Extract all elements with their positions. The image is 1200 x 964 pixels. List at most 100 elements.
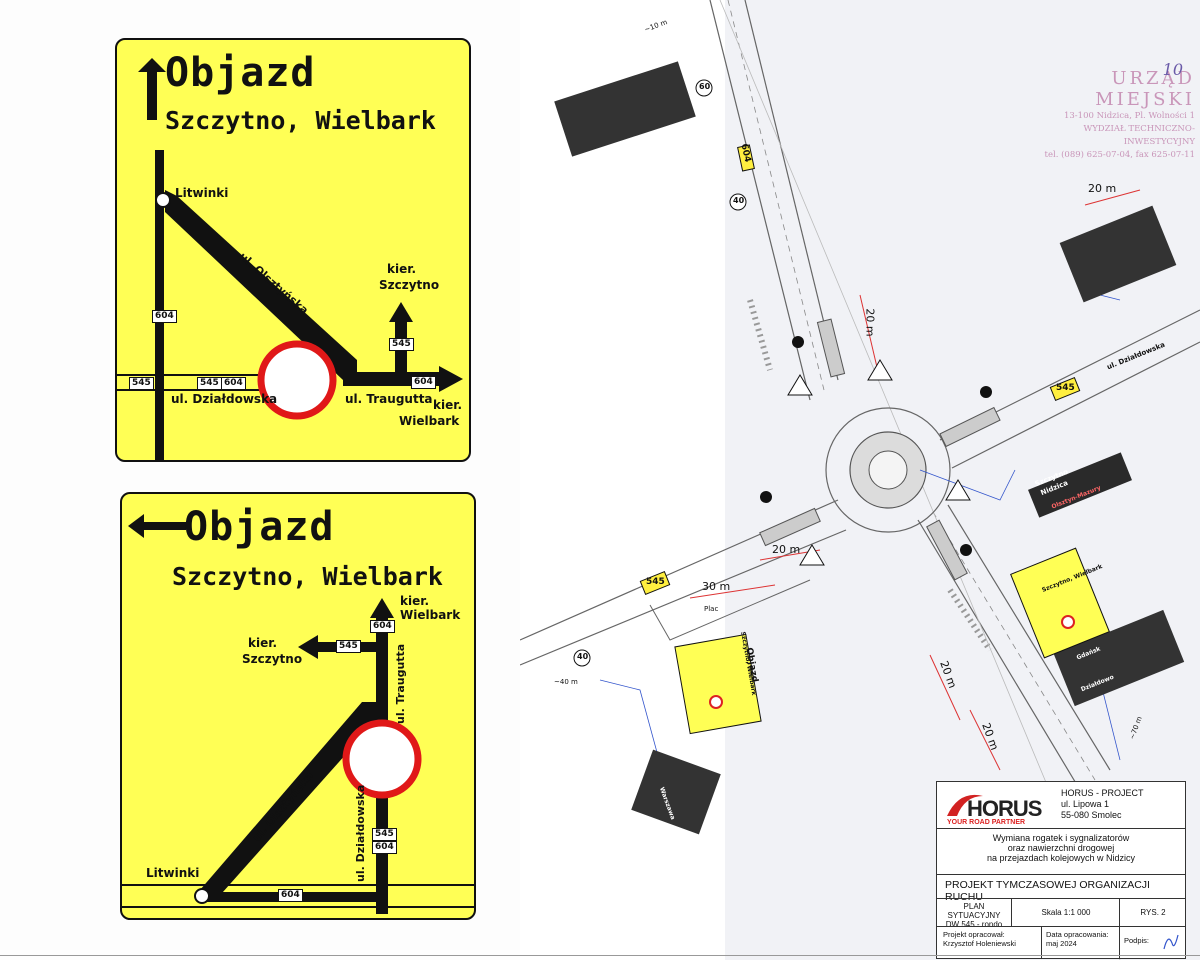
up-arrow-small-icon <box>389 302 413 322</box>
label-kier-wielbark-2: Wielbark <box>399 414 460 428</box>
warning-sign-2 <box>867 359 893 381</box>
plate-545-b: 545 <box>197 377 222 390</box>
horus-logo-text: HORUS <box>967 796 1042 821</box>
horus-swoosh-icon <box>947 794 983 816</box>
speed-40-a: 40 <box>733 196 745 205</box>
signature-mark <box>1163 934 1179 950</box>
speed-sign-60-icon <box>695 79 713 97</box>
road-olsztynska <box>165 190 357 380</box>
plate-604-right: 604 <box>411 376 436 389</box>
author-label: Projekt opracował: <box>943 930 1005 939</box>
plan-subtitle: DW 545 - rondo <box>945 920 1003 929</box>
horus-tagline: YOUR ROAD PARTNER <box>947 819 1026 826</box>
dim-30: 30 m <box>702 580 731 593</box>
stamp-number: 10 <box>1162 60 1183 79</box>
map-label-545-w: 545 <box>646 577 665 587</box>
sign-top-title: Objazd <box>165 50 316 96</box>
closed-road-sign-icon <box>342 719 422 799</box>
prohibition-sign-3 <box>960 544 972 556</box>
panel-sw <box>631 749 721 835</box>
speed-sign-40-a-icon <box>729 193 747 211</box>
author-row: Projekt opracował: Krzysztof Holeniewski… <box>937 926 1185 958</box>
speed-60: 60 <box>699 82 711 91</box>
dim-40: ~40 m <box>554 678 578 686</box>
plate-604-bottom: 604 <box>278 889 303 902</box>
signature-cell: Podpis: <box>1119 927 1186 958</box>
dim-20-ne: 20 m <box>1088 182 1117 195</box>
plan-title: PLAN SYTUACYJNY <box>947 902 1001 920</box>
label-traugutta: ul. Traugutta <box>345 392 433 406</box>
label-kier-szczytno-2: Szczytno <box>242 652 303 666</box>
median-north <box>816 318 846 378</box>
description-2: oraz nawierzchni drogowej <box>1007 843 1115 853</box>
left-arrow-small-icon <box>298 635 318 659</box>
dim-line-30 <box>689 584 776 599</box>
leader-line-1 <box>919 469 1016 501</box>
label-kier-wielbark-1: kier. <box>400 594 429 608</box>
description-1: Wymiana rogatek i sygnalizatorów <box>992 833 1130 843</box>
stamp-title: URZĄD MIEJSKI <box>1095 68 1195 110</box>
prohibition-sign-2 <box>980 386 992 398</box>
panel-ne <box>1059 205 1177 303</box>
dim-line-s1 <box>929 654 961 721</box>
label-litwinki: Litwinki <box>146 866 200 880</box>
drawing-number: RYS. 2 <box>1140 908 1166 917</box>
plan-row: PLAN SYTUACYJNY DW 545 - rondo Skala 1:1… <box>937 898 1186 929</box>
author-name: Krzysztof Holeniewski <box>943 939 1016 948</box>
railway-crossing-north <box>747 299 773 371</box>
litwinki-node <box>194 888 210 904</box>
plate-545-a: 545 <box>129 377 154 390</box>
warning-sign-1 <box>787 374 813 396</box>
title-block: HORUS YOUR ROAD PARTNER HORUS - PROJECT … <box>936 781 1186 959</box>
up-arrow-icon <box>138 58 166 120</box>
road-south-edge-1 <box>917 519 1081 791</box>
label-traugutta: ul. Traugutta <box>394 643 407 724</box>
road-plate-545-w <box>639 570 671 596</box>
label-kier-szczytno-2: Szczytno <box>379 278 440 292</box>
plate-604-top: 604 <box>370 620 395 633</box>
plate-545-mid: 545 <box>372 828 397 841</box>
map-label-plac: Plac <box>704 605 719 613</box>
date-label: Data opracowania: <box>1046 930 1109 939</box>
prohibition-sign-4 <box>760 491 772 503</box>
company-address: HORUS - PROJECT ul. Lipowa 1 55-080 Smol… <box>1061 788 1144 821</box>
description-3: na przejazdach kolejowych w Nidzicy <box>986 853 1136 863</box>
prohibition-sign-1 <box>792 336 804 348</box>
road-south-centerline <box>932 511 1096 781</box>
scale-cell: Skala 1:1 000 <box>1011 899 1120 927</box>
road-604-line-1 <box>122 884 474 886</box>
mini-closed-ring-east <box>1061 615 1075 629</box>
dim-20-n: 20 m <box>863 308 877 337</box>
road-604-north-edge-2 <box>744 0 839 381</box>
speed-40-b: 40 <box>577 652 589 661</box>
project-type-row: PROJEKT TYMCZASOWEJ ORGANIZACJI RUCHU <box>937 874 1185 903</box>
road-604-line-2 <box>122 906 474 908</box>
litwinki-node <box>155 192 171 208</box>
signature-label: Podpis: <box>1124 936 1150 945</box>
page-bottom-line <box>0 955 1200 956</box>
mini-detour-sign-east <box>1010 547 1110 659</box>
sign-bottom-title: Objazd <box>184 504 335 550</box>
road-plate-545-e <box>1049 376 1081 402</box>
sign-top-subtitle: Szczytno, Wielbark <box>165 106 436 135</box>
dim-line-s2 <box>969 709 1001 771</box>
description-row: Wymiana rogatek i sygnalizatorów oraz na… <box>937 828 1185 875</box>
road-545-west-edge-2 <box>519 529 847 666</box>
stamp-line-1: 13-100 Nidzica, Pl. Wolności 1 <box>1063 111 1195 121</box>
horus-logo: HORUS YOUR ROAD PARTNER <box>945 788 1055 826</box>
mini-closed-ring-west <box>709 695 723 709</box>
label-dzialdowska: ul. Działdowska <box>354 784 367 882</box>
up-arrow-small-icon <box>370 598 394 618</box>
plate-545-up: 545 <box>389 338 414 351</box>
road-604-north-edge-1 <box>709 0 811 401</box>
scale: Skala 1:1 000 <box>1041 908 1091 917</box>
plan-info: PLAN SYTUACYJNY DW 545 - rondo <box>937 902 1011 929</box>
drawing-no-cell: RYS. 2 <box>1119 899 1186 927</box>
date-cell: Data opracowania: maj 2024 <box>1041 927 1120 958</box>
road-south-edge-2 <box>947 504 1111 771</box>
author-block: Projekt opracował: Krzysztof Holeniewski <box>943 930 1016 948</box>
road-604-north-centerline <box>727 0 825 391</box>
project-type: PROJEKT TYMCZASOWEJ ORGANIZACJI RUCHU <box>945 879 1150 903</box>
dim-line-ne <box>1084 189 1141 206</box>
